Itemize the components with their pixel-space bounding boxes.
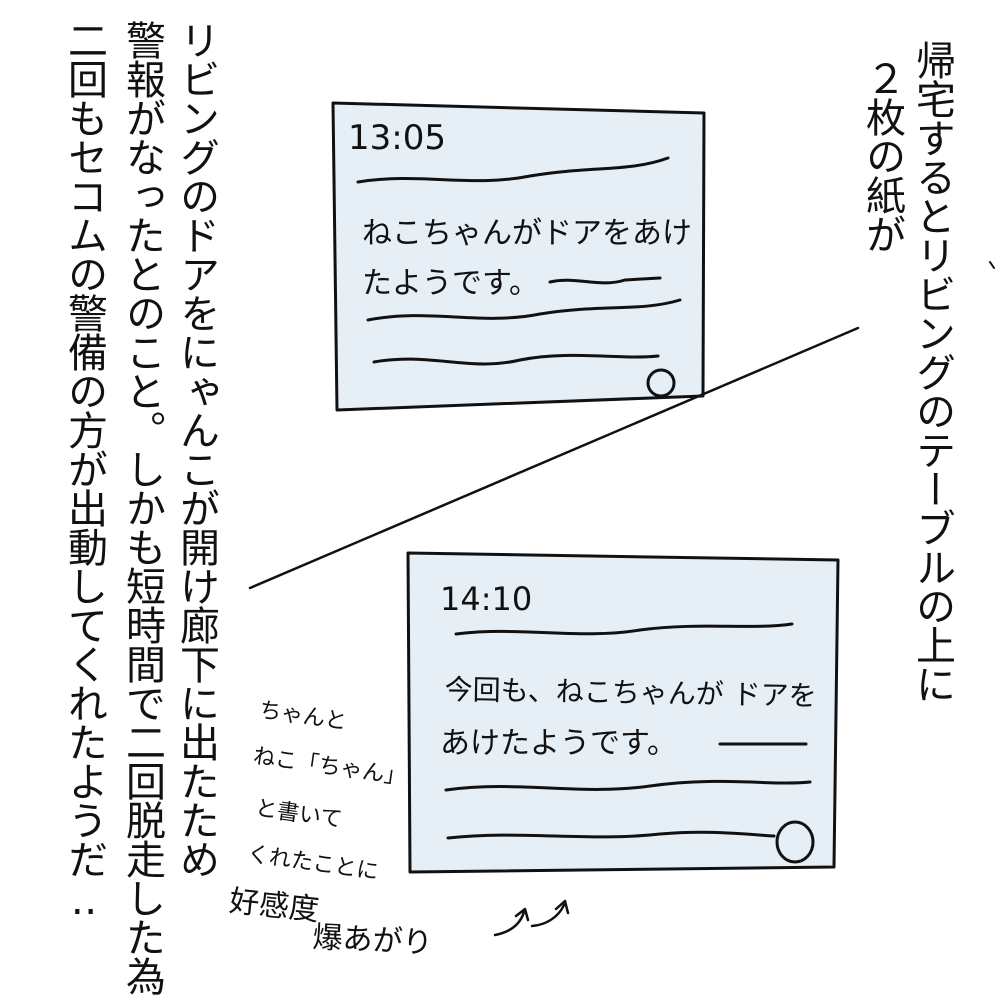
note2-time: 14:10: [440, 580, 533, 618]
note1-message-line-1: ねこちゃんがドアをあけ: [362, 216, 692, 251]
note1-stamp-circle: [646, 368, 676, 398]
note2-wavy-line-4: [446, 830, 776, 840]
note2-message-line-2: あけたようです。: [440, 726, 677, 761]
note1-wavy-line-3: [366, 298, 682, 322]
note1-wavy-line-2: [548, 276, 662, 285]
narration-column-5: 二回もセコムの警備の方が出動してくれたようだ‥: [61, 20, 107, 923]
note1-wavy-line-1: [356, 156, 670, 184]
upward-arrow-1: [493, 907, 530, 937]
panel-divider-line: [248, 326, 860, 590]
annotation-line-5: 好感度: [227, 883, 321, 929]
annotation-line-6: 爆あがり: [311, 919, 434, 962]
note2-stamp-circle: [775, 820, 815, 864]
upward-arrow-2: [530, 899, 570, 928]
note2-message-line-1: 今回も、ねこちゃんが ドアを: [444, 672, 817, 713]
note2-wavy-line-1: [454, 622, 794, 636]
note1-wavy-line-4: [372, 353, 660, 366]
note1-message-line-2: たようです。: [362, 266, 539, 301]
narration-column-4: 警報がなったとのこと。しかも短時間で二回脱走した為: [119, 20, 165, 995]
note1-time: 13:05: [348, 118, 446, 158]
note2-wavy-line-3: [444, 779, 812, 792]
narration-column-1: 帰宅するとリビングのテーブルの上に: [909, 40, 955, 703]
stray-mark: [989, 261, 995, 269]
narration-column-3: リビングのドアをにゃんこが開け廊下に出たため: [173, 20, 219, 878]
narration-column-2: ２枚の紙が: [859, 58, 905, 253]
